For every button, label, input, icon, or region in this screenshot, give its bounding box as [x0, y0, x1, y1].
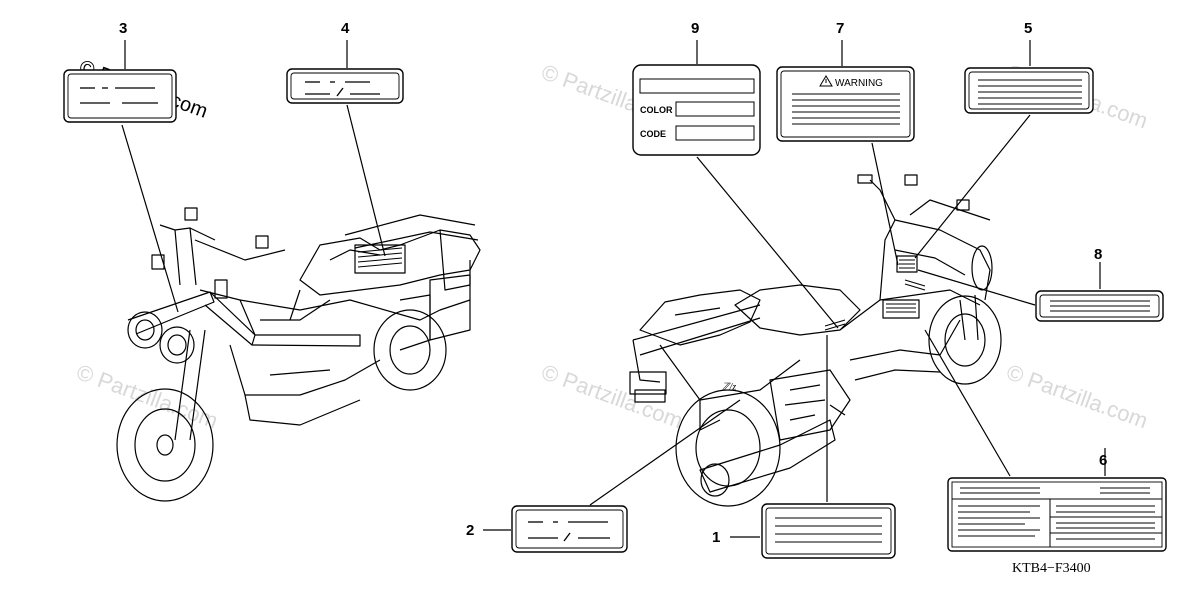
callout-7: 7 [836, 20, 844, 37]
svg-text:ℤ/z: ℤ/z [722, 382, 736, 393]
watermark-text: © Partzilla.com [1003, 359, 1151, 433]
callout-8: 8 [1094, 246, 1102, 263]
label-7: WARNING [776, 66, 915, 142]
callout-1: 1 [712, 529, 720, 546]
label-1 [761, 503, 896, 559]
color-field-label: COLOR [640, 105, 673, 115]
label-3 [63, 69, 177, 123]
label-2 [511, 505, 628, 553]
callout-2: 2 [466, 522, 474, 539]
label-5 [964, 67, 1094, 114]
label-6 [947, 477, 1167, 552]
watermarks: © Partzilla.com © Partzilla.com © Partzi… [73, 59, 1151, 433]
callout-6: 6 [1099, 452, 1107, 469]
scooter-side-view: ℤ/z [629, 174, 1002, 507]
callout-4: 4 [341, 20, 350, 37]
callout-5: 5 [1024, 20, 1032, 37]
leader-lines [121, 40, 1106, 538]
rack-label-marker [357, 247, 403, 268]
warning-icon [819, 75, 833, 87]
label-8 [1035, 290, 1164, 322]
label-9: COLOR CODE [632, 64, 761, 156]
watermark-text: © Partzilla.com [538, 359, 686, 433]
scooter-front-view [116, 207, 481, 502]
warning-title: WARNING [835, 78, 883, 89]
diagram-code: KTB4−F3400 [1012, 561, 1091, 576]
code-field-label: CODE [640, 129, 666, 139]
callout-3: 3 [119, 20, 127, 37]
callout-9: 9 [691, 20, 699, 37]
label-4 [286, 68, 404, 104]
body-label-markers [824, 259, 926, 331]
